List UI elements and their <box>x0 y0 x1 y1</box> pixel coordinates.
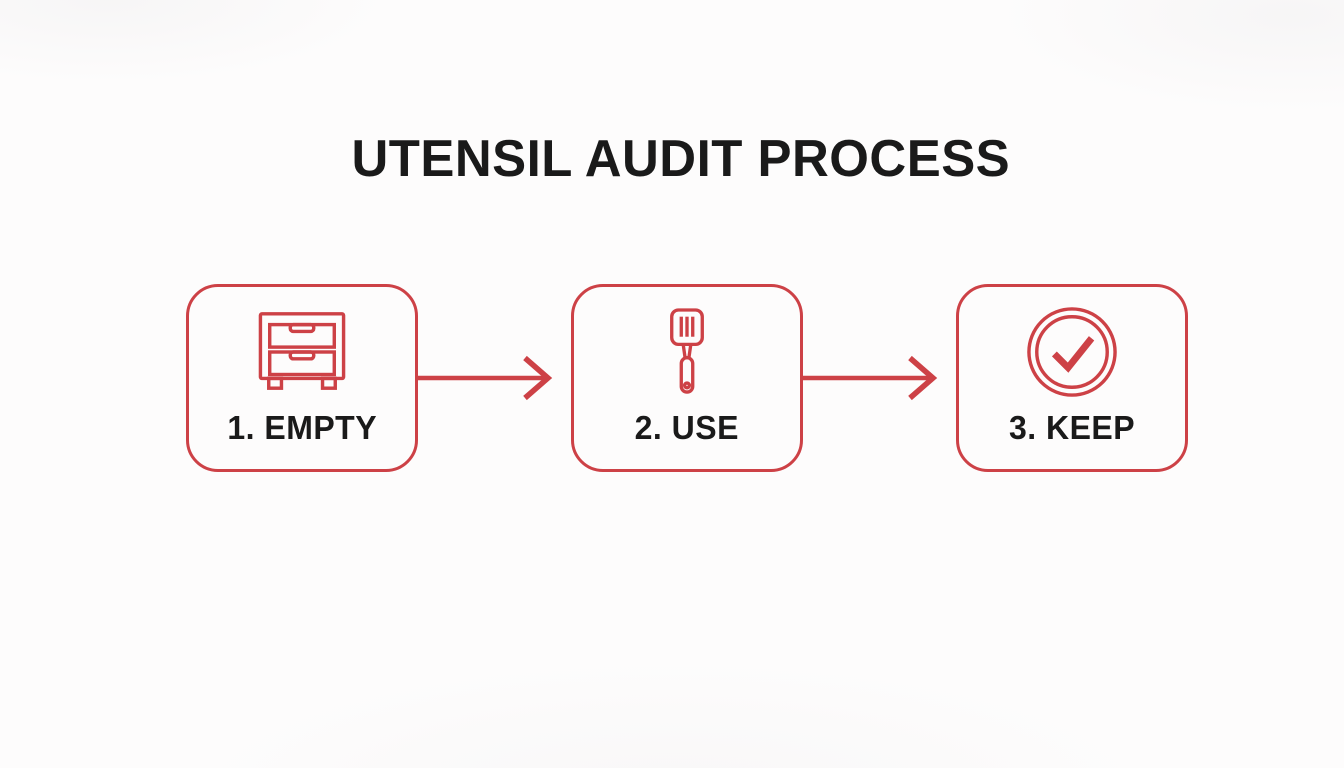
step-label-empty: 1. EMPTY <box>227 409 377 446</box>
drawer-cabinet-icon <box>257 307 347 397</box>
step-label-keep: 3. KEEP <box>1008 409 1136 446</box>
step-card-keep: 3. KEEP <box>956 284 1188 472</box>
page-title: UTENSIL AUDIT PROCESS <box>351 130 1011 188</box>
process-flow: 1. EMPTY 2. USE <box>186 284 1188 472</box>
step-card-use: 2. USE <box>571 284 803 472</box>
arrow-right-icon <box>418 284 571 472</box>
arrow-right-icon <box>803 284 956 472</box>
step-card-empty: 1. EMPTY <box>186 284 418 472</box>
step-label-use: 2. USE <box>634 409 740 446</box>
spatula-icon <box>666 307 708 397</box>
check-circle-icon <box>1026 307 1118 397</box>
